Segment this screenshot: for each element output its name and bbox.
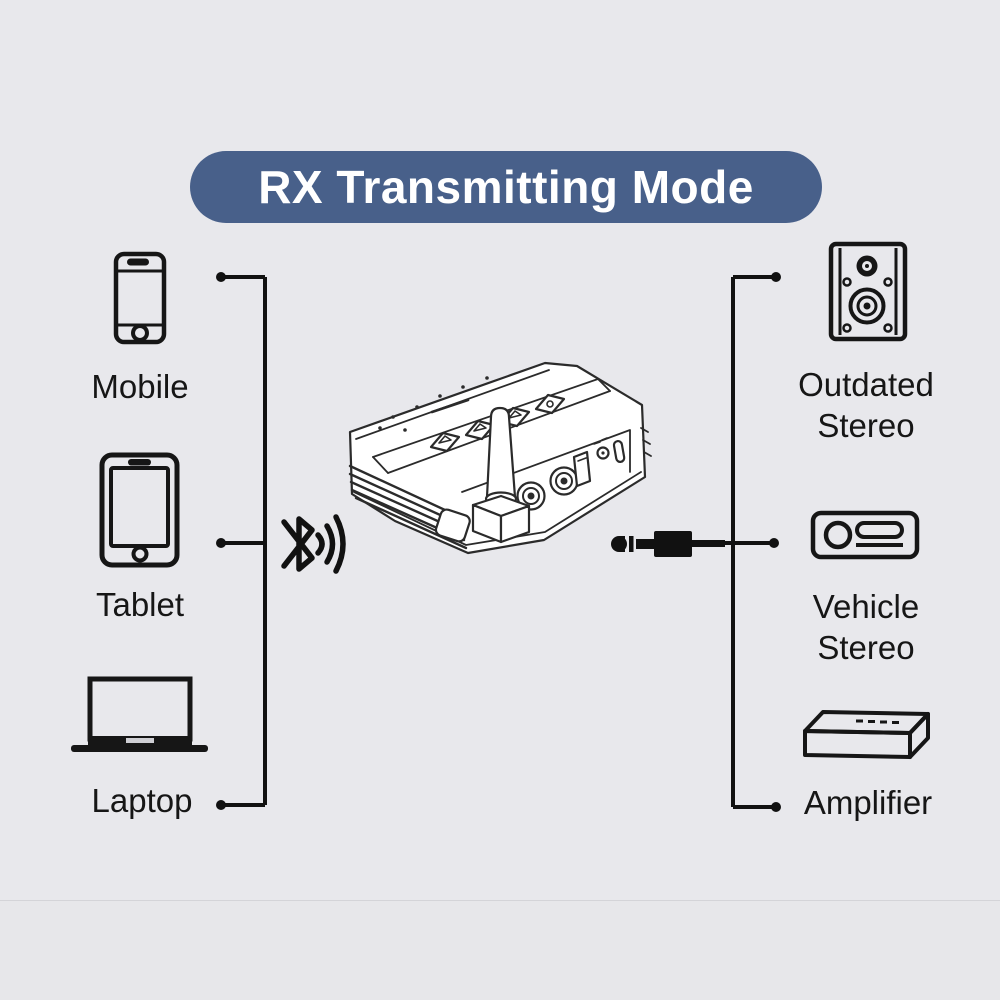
amplifier-icon	[803, 710, 930, 759]
label-amplifier: Amplifier	[803, 784, 933, 821]
title-banner: RX Transmitting Mode	[190, 151, 822, 223]
left-bracket-connector	[216, 272, 267, 810]
label-mobile: Mobile	[91, 368, 189, 405]
receiver-device-illustration	[348, 361, 652, 555]
bookshelf-speaker-icon	[828, 241, 908, 342]
tablet-icon	[99, 452, 180, 568]
label-tablet: Tablet	[95, 586, 185, 623]
laptop-icon	[71, 676, 208, 752]
right-bracket-connector	[725, 272, 781, 812]
aux-jack-plug-icon	[611, 531, 725, 557]
label-vehicle-stereo: Vehicle Stereo	[812, 588, 920, 666]
page-title: RX Transmitting Mode	[258, 161, 754, 213]
bluetooth-signal-icon	[281, 514, 346, 574]
car-stereo-icon	[810, 510, 920, 560]
bottom-strip	[0, 900, 1000, 1000]
label-laptop: Laptop	[91, 782, 193, 819]
label-outdated-stereo: Outdated Stereo	[798, 366, 934, 444]
smartphone-icon	[113, 251, 167, 345]
